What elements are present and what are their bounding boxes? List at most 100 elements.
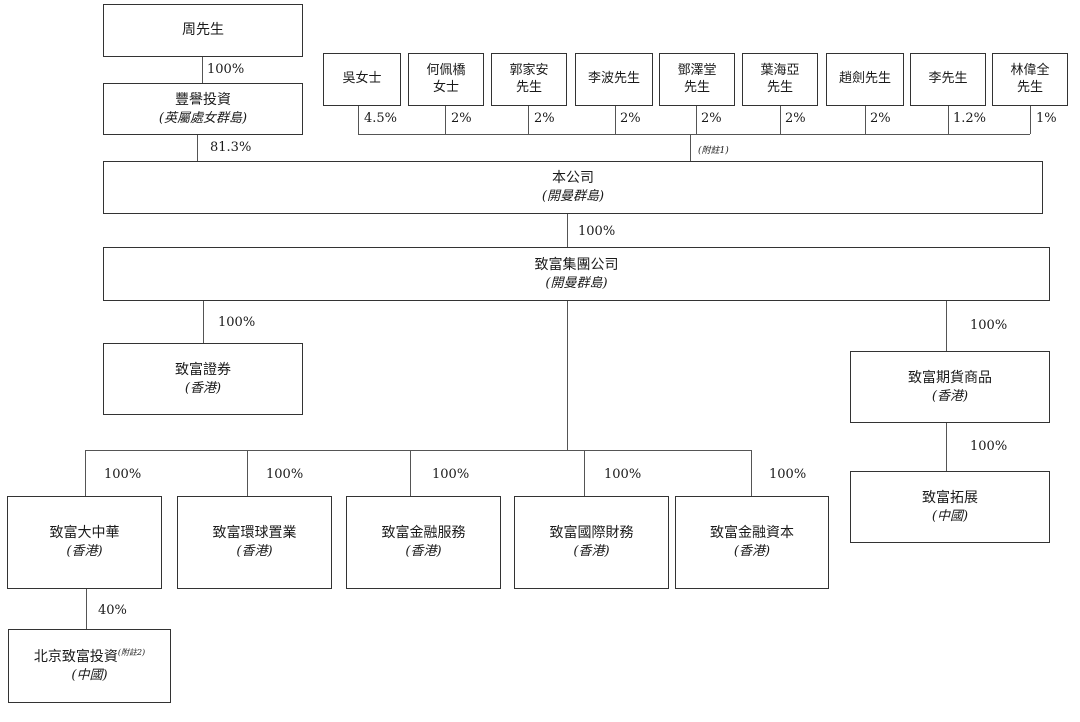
individual-shareholder-name: 林偉全先生 [1010,63,1050,95]
individual-shareholder-name: 何佩橋女士 [426,63,466,95]
holding-company-name: 豐譽投資 [175,91,231,108]
ownership-percentage: 100% [104,467,142,482]
ownership-percentage: 100% [970,318,1008,333]
connector [203,300,204,343]
ownership-percentage: 100% [207,62,245,77]
ownership-percentage: 100% [218,315,256,330]
ownership-percentage: 40% [98,603,127,618]
subsidiary-name: 致富環球置業 [212,525,297,542]
connector [1030,106,1031,134]
beijing-investment-name: 北京致富投資 [33,648,118,665]
connector [197,134,198,162]
securities-name: 致富證券 [175,361,231,378]
subsidiary-name: 致富金融服務 [381,525,466,542]
individual-shareholder-name: 吳女士 [342,71,382,87]
ownership-percentage: 81.3% [210,140,252,155]
connector [946,422,947,472]
connector [247,450,248,497]
futures-box: 致富期貨商品 (香港) [850,351,1050,423]
connector [202,56,203,84]
subsidiary-box: 致富大中華 (香港) [7,496,162,589]
ownership-percentage: 1% [1036,111,1057,126]
securities-jurisdiction: (香港) [184,380,222,396]
individual-shareholder-box: 葉海亞先生 [742,53,818,106]
ownership-percentage: 100% [769,467,807,482]
connector [946,300,947,351]
subsidiary-jurisdiction: (香港) [236,544,273,560]
ownership-percentage: 2% [701,111,722,126]
subsidiary-box: 致富環球置業 (香港) [177,496,332,589]
futures-name: 致富期貨商品 [908,369,992,386]
top-holder-box: 周先生 [103,4,303,57]
individual-shareholder-name: 李波先生 [587,71,640,87]
subsidiary-name: 致富大中華 [49,525,120,542]
securities-box: 致富證券 (香港) [103,343,303,415]
expansion-box: 致富拓展 (中國) [850,471,1050,543]
individual-shareholder-box: 李波先生 [575,53,653,106]
individual-shareholder-box: 趙劍先生 [826,53,904,106]
connector [410,450,411,497]
individual-shareholder-box: 鄧澤堂先生 [659,53,735,106]
expansion-name: 致富拓展 [922,489,978,506]
futures-jurisdiction: (香港) [931,388,969,404]
individual-shareholder-name: 趙劍先生 [838,71,891,87]
connector [948,106,949,134]
subsidiary-jurisdiction: (香港) [573,544,610,560]
top-holder-name: 周先生 [182,22,224,39]
ownership-percentage: 2% [451,111,472,126]
company-box: 本公司 (開曼群島) [103,161,1043,214]
connector [85,450,86,497]
beijing-investment-note: (附註2) [117,647,146,657]
beijing-investment-name-line: 北京致富投資(附註2) [34,648,145,667]
individual-shareholder-name: 葉海亞先生 [760,63,800,95]
subsidiary-box: 致富金融資本 (香港) [675,496,829,589]
connector [358,106,359,134]
connector [751,450,752,497]
individual-shareholder-name: 李先生 [928,71,968,87]
subsidiary-jurisdiction: (香港) [405,544,442,560]
ownership-percentage: 2% [870,111,891,126]
connector [584,450,585,497]
connector [567,213,568,248]
company-name: 本公司 [552,170,594,187]
subsidiary-box: 致富國際財務 (香港) [514,496,669,589]
ownership-percentage: 100% [604,467,642,482]
connector [358,134,1030,135]
individual-shareholder-name: 郭家安先生 [509,63,549,95]
group-company-jurisdiction: (開曼群島) [545,275,608,291]
group-company-name: 致富集團公司 [534,256,619,273]
individual-shareholder-box: 吳女士 [323,53,401,106]
ownership-percentage: 100% [970,439,1008,454]
ownership-percentage: 1.2% [953,111,987,126]
subsidiary-box: 致富金融服務 (香港) [346,496,501,589]
company-jurisdiction: (開曼群島) [541,189,605,205]
individual-shareholder-box: 郭家安先生 [491,53,567,106]
connector [85,450,751,451]
ownership-percentage: 100% [432,467,470,482]
holding-company-jurisdiction: (英屬處女群島) [158,110,248,126]
connector [696,106,697,134]
beijing-investment-box: 北京致富投資(附註2) (中國) [8,629,171,703]
ownership-percentage: 2% [534,111,555,126]
note-reference: (附註1) [698,146,729,156]
subsidiary-name: 致富金融資本 [710,525,794,542]
individual-shareholder-box: 李先生 [910,53,986,106]
ownership-percentage: 100% [266,467,304,482]
group-company-box: 致富集團公司 (開曼群島) [103,247,1050,301]
expansion-jurisdiction: (中國) [931,508,969,524]
subsidiary-name: 致富國際財務 [549,525,634,542]
holding-company-box: 豐譽投資 (英屬處女群島) [103,83,303,135]
ownership-percentage: 100% [578,224,616,239]
individual-shareholder-name: 鄧澤堂先生 [677,63,717,95]
connector [528,106,529,134]
connector [780,106,781,134]
ownership-percentage: 2% [620,111,641,126]
connector [615,106,616,134]
connector [865,106,866,134]
beijing-investment-jurisdiction: (中國) [71,667,108,683]
connector [86,588,87,630]
subsidiary-jurisdiction: (香港) [66,544,103,560]
subsidiary-jurisdiction: (香港) [733,544,771,560]
ownership-percentage: 4.5% [364,111,398,126]
